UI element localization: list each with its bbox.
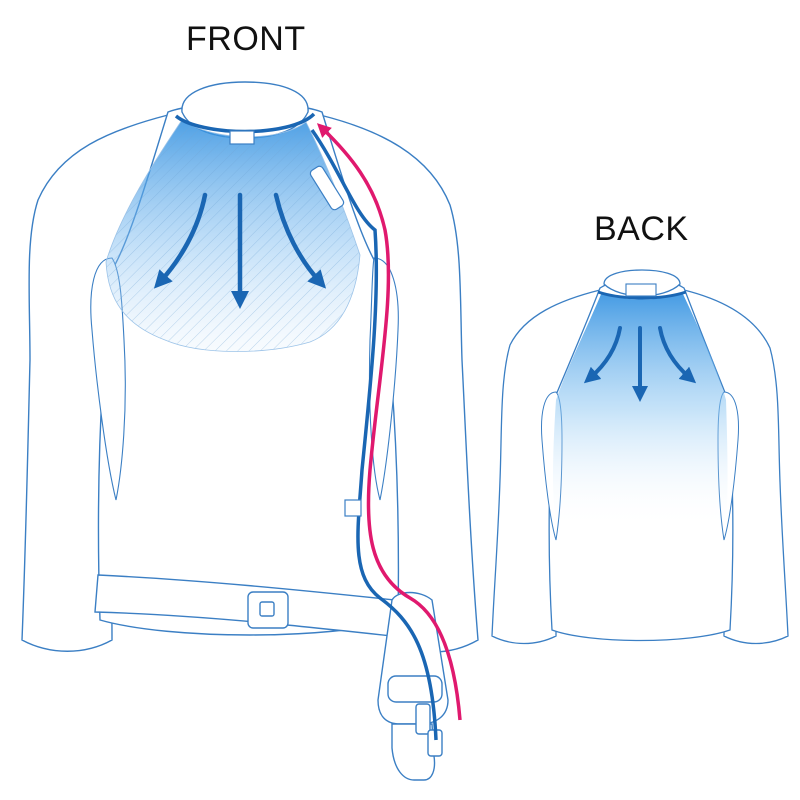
front-arrow-left xyxy=(153,192,208,289)
front-belt-buckle-slot xyxy=(259,601,275,617)
back-arrow-left xyxy=(583,326,622,384)
back-flow-arrows xyxy=(583,326,697,402)
back-collar-clip xyxy=(625,283,657,297)
front-left-underarm xyxy=(90,257,126,501)
front-flow-arrows xyxy=(153,192,327,309)
back-arrow-right xyxy=(658,326,697,384)
pump-connector xyxy=(391,723,436,781)
back-collar-tube xyxy=(597,290,687,300)
front-label: FRONT xyxy=(186,20,306,58)
supply-tube-clip xyxy=(344,499,362,517)
pump-valve xyxy=(415,703,431,735)
back-label: BACK xyxy=(594,210,689,248)
back-cooling-zone xyxy=(553,292,728,528)
shoulder-coupling xyxy=(309,165,345,211)
return-tube xyxy=(316,123,462,721)
front-collar-clip xyxy=(229,130,255,145)
front-cooling-hatch xyxy=(105,119,361,352)
front-arrow-right xyxy=(273,192,327,289)
supply-tube xyxy=(310,128,438,741)
